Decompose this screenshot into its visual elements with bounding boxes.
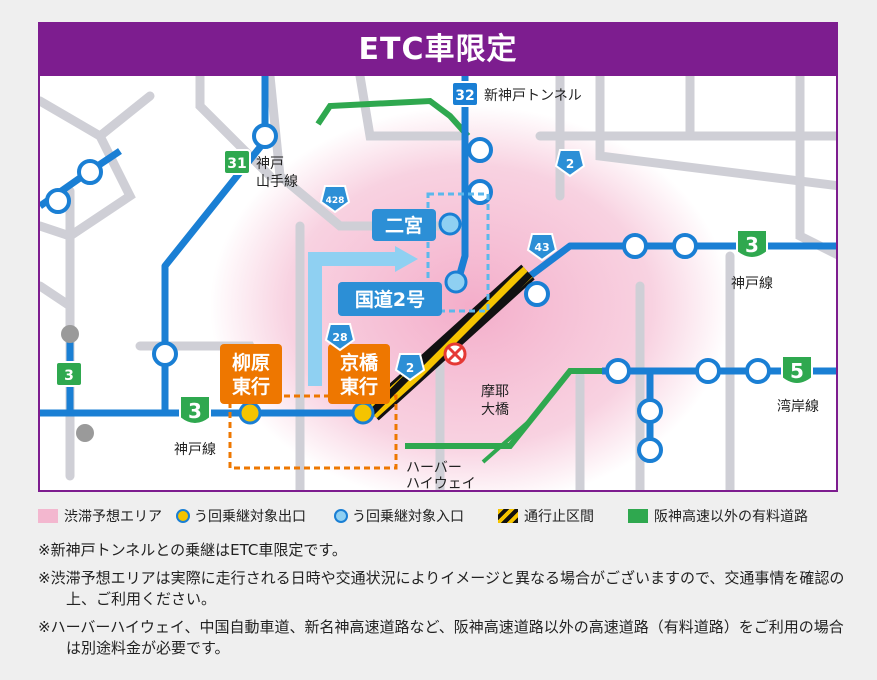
route-map: 二宮 国道2号 柳原 東行 京橋 東行 32 新神戸トンネル 31 神戸 山手線…	[40, 76, 836, 492]
map-legend: 渋滞予想エリア う回乗継対象出口 う回乗継対象入口 通行止区間 阪神高速以外の有…	[38, 506, 838, 528]
interchange-circles	[45, 123, 771, 463]
note-2: ※渋滞予想エリアは実際に走行される日時や交通状況によりイメージと異なる場合がござ…	[38, 569, 845, 608]
svg-text:43: 43	[534, 241, 549, 254]
legend-other-toll: 阪神高速以外の有料道路	[628, 506, 808, 526]
exit-dot-icon	[176, 509, 190, 523]
svg-text:3: 3	[64, 368, 74, 384]
legend-entrance: う回乗継対象入口	[334, 506, 464, 526]
svg-text:32: 32	[455, 88, 474, 104]
svg-text:31: 31	[227, 156, 246, 172]
legend-exit: う回乗継対象出口	[176, 506, 306, 526]
legend-other-toll-label: 阪神高速以外の有料道路	[654, 509, 808, 525]
harbor-highway	[405, 368, 602, 449]
route-shield-5: 5	[781, 355, 813, 385]
harbor-highway-parallel	[481, 414, 537, 464]
entrance-detour-box	[426, 192, 490, 313]
svg-text:28: 28	[332, 331, 347, 344]
svg-text:5: 5	[790, 359, 804, 383]
shinkobe-tunnel-road	[315, 97, 471, 139]
label-maya-bridge-1: 摩耶	[481, 383, 509, 400]
national-route-43: 43	[526, 233, 558, 262]
entrance-label-route2-box	[338, 282, 442, 316]
entrance-marker-ninomiya[interactable]	[438, 212, 462, 236]
other-toll-swatch	[628, 509, 648, 523]
yamate-line	[161, 76, 269, 413]
label-yamate-1: 神戸	[256, 156, 284, 172]
route-shield-3-east: 3	[736, 229, 768, 259]
label-wangan-line: 湾岸線	[777, 398, 819, 415]
congestion-swatch	[38, 509, 58, 523]
exit-label-kyobashi-line2: 東行	[340, 375, 378, 398]
entrance-label-ninomiya-box	[372, 209, 436, 241]
label-harbor-highway-2: ハイウェイ	[406, 476, 476, 492]
exit-marker-yanagihara[interactable]	[238, 401, 262, 425]
entrance-dot-icon	[334, 509, 348, 523]
legend-exit-label: う回乗継対象出口	[194, 509, 306, 525]
label-kobe-line-east: 神戸線	[731, 276, 773, 292]
national-route-2-south: 2	[394, 353, 426, 382]
exit-label-yanagihara-line1: 柳原	[232, 351, 270, 374]
route-shield-3-west: 3	[179, 395, 211, 425]
exit-label-kyobashi-box	[328, 344, 390, 404]
legend-closed-label: 通行止区間	[524, 509, 594, 525]
notes: ※新神戸トンネルとの乗継はETC車限定です。 ※渋滞予想エリアは実際に走行される…	[38, 540, 858, 666]
route-arrow	[308, 252, 395, 386]
entrance-label-ninomiya: 二宮	[385, 214, 423, 237]
note-3: ※ハーバーハイウェイ、中国自動車道、新名神高速道路など、阪神高速道路以外の高速道…	[38, 618, 844, 657]
legend-closed: 通行止区間	[498, 506, 594, 526]
label-harbor-highway-1: ハーバー	[406, 460, 462, 476]
label-shinkobe-tunnel: 新神戸トンネル	[484, 88, 582, 104]
exit-label-kyobashi-line1: 京橋	[340, 351, 379, 374]
map-title: ETC車限定	[40, 24, 836, 76]
gray-junctions	[61, 325, 94, 442]
legend-congestion-label: 渋滞予想エリア	[64, 509, 162, 525]
route-shield-31: 31	[223, 149, 251, 175]
closed-section-hatch	[367, 266, 533, 419]
route-shield-32: 32	[451, 81, 479, 107]
exit-label-yanagihara-box	[220, 344, 282, 404]
svg-text:2: 2	[566, 157, 574, 171]
svg-text:428: 428	[326, 196, 345, 206]
label-maya-bridge-2: 大橋	[481, 402, 509, 418]
note-1: ※新神戸トンネルとの乗継はETC車限定です。	[38, 541, 347, 559]
legend-congestion: 渋滞予想エリア	[38, 506, 162, 526]
route-arrow-head	[395, 246, 418, 272]
route-shield-3-left: 3	[55, 361, 83, 387]
entrance-label-route2: 国道2号	[355, 288, 425, 311]
no-entry-icon	[443, 342, 467, 366]
map-frame: ETC車限定	[38, 22, 838, 492]
svg-text:2: 2	[406, 361, 414, 375]
exit-label-yanagihara-line2: 東行	[232, 375, 270, 398]
closed-swatch-icon	[498, 509, 518, 523]
national-route-28: 28	[324, 323, 356, 352]
national-route-428: 428	[319, 185, 351, 214]
legend-entrance-label: う回乗継対象入口	[352, 509, 464, 525]
national-route-2-north: 2	[554, 149, 586, 178]
entrance-marker-route2[interactable]	[444, 270, 468, 294]
exit-marker-kyobashi[interactable]	[351, 401, 375, 425]
label-kobe-line-west: 神戸線	[174, 442, 216, 458]
svg-text:3: 3	[745, 233, 759, 257]
label-yamate-2: 山手線	[256, 174, 298, 190]
other-toll-roads	[315, 97, 602, 464]
svg-text:3: 3	[188, 399, 202, 423]
